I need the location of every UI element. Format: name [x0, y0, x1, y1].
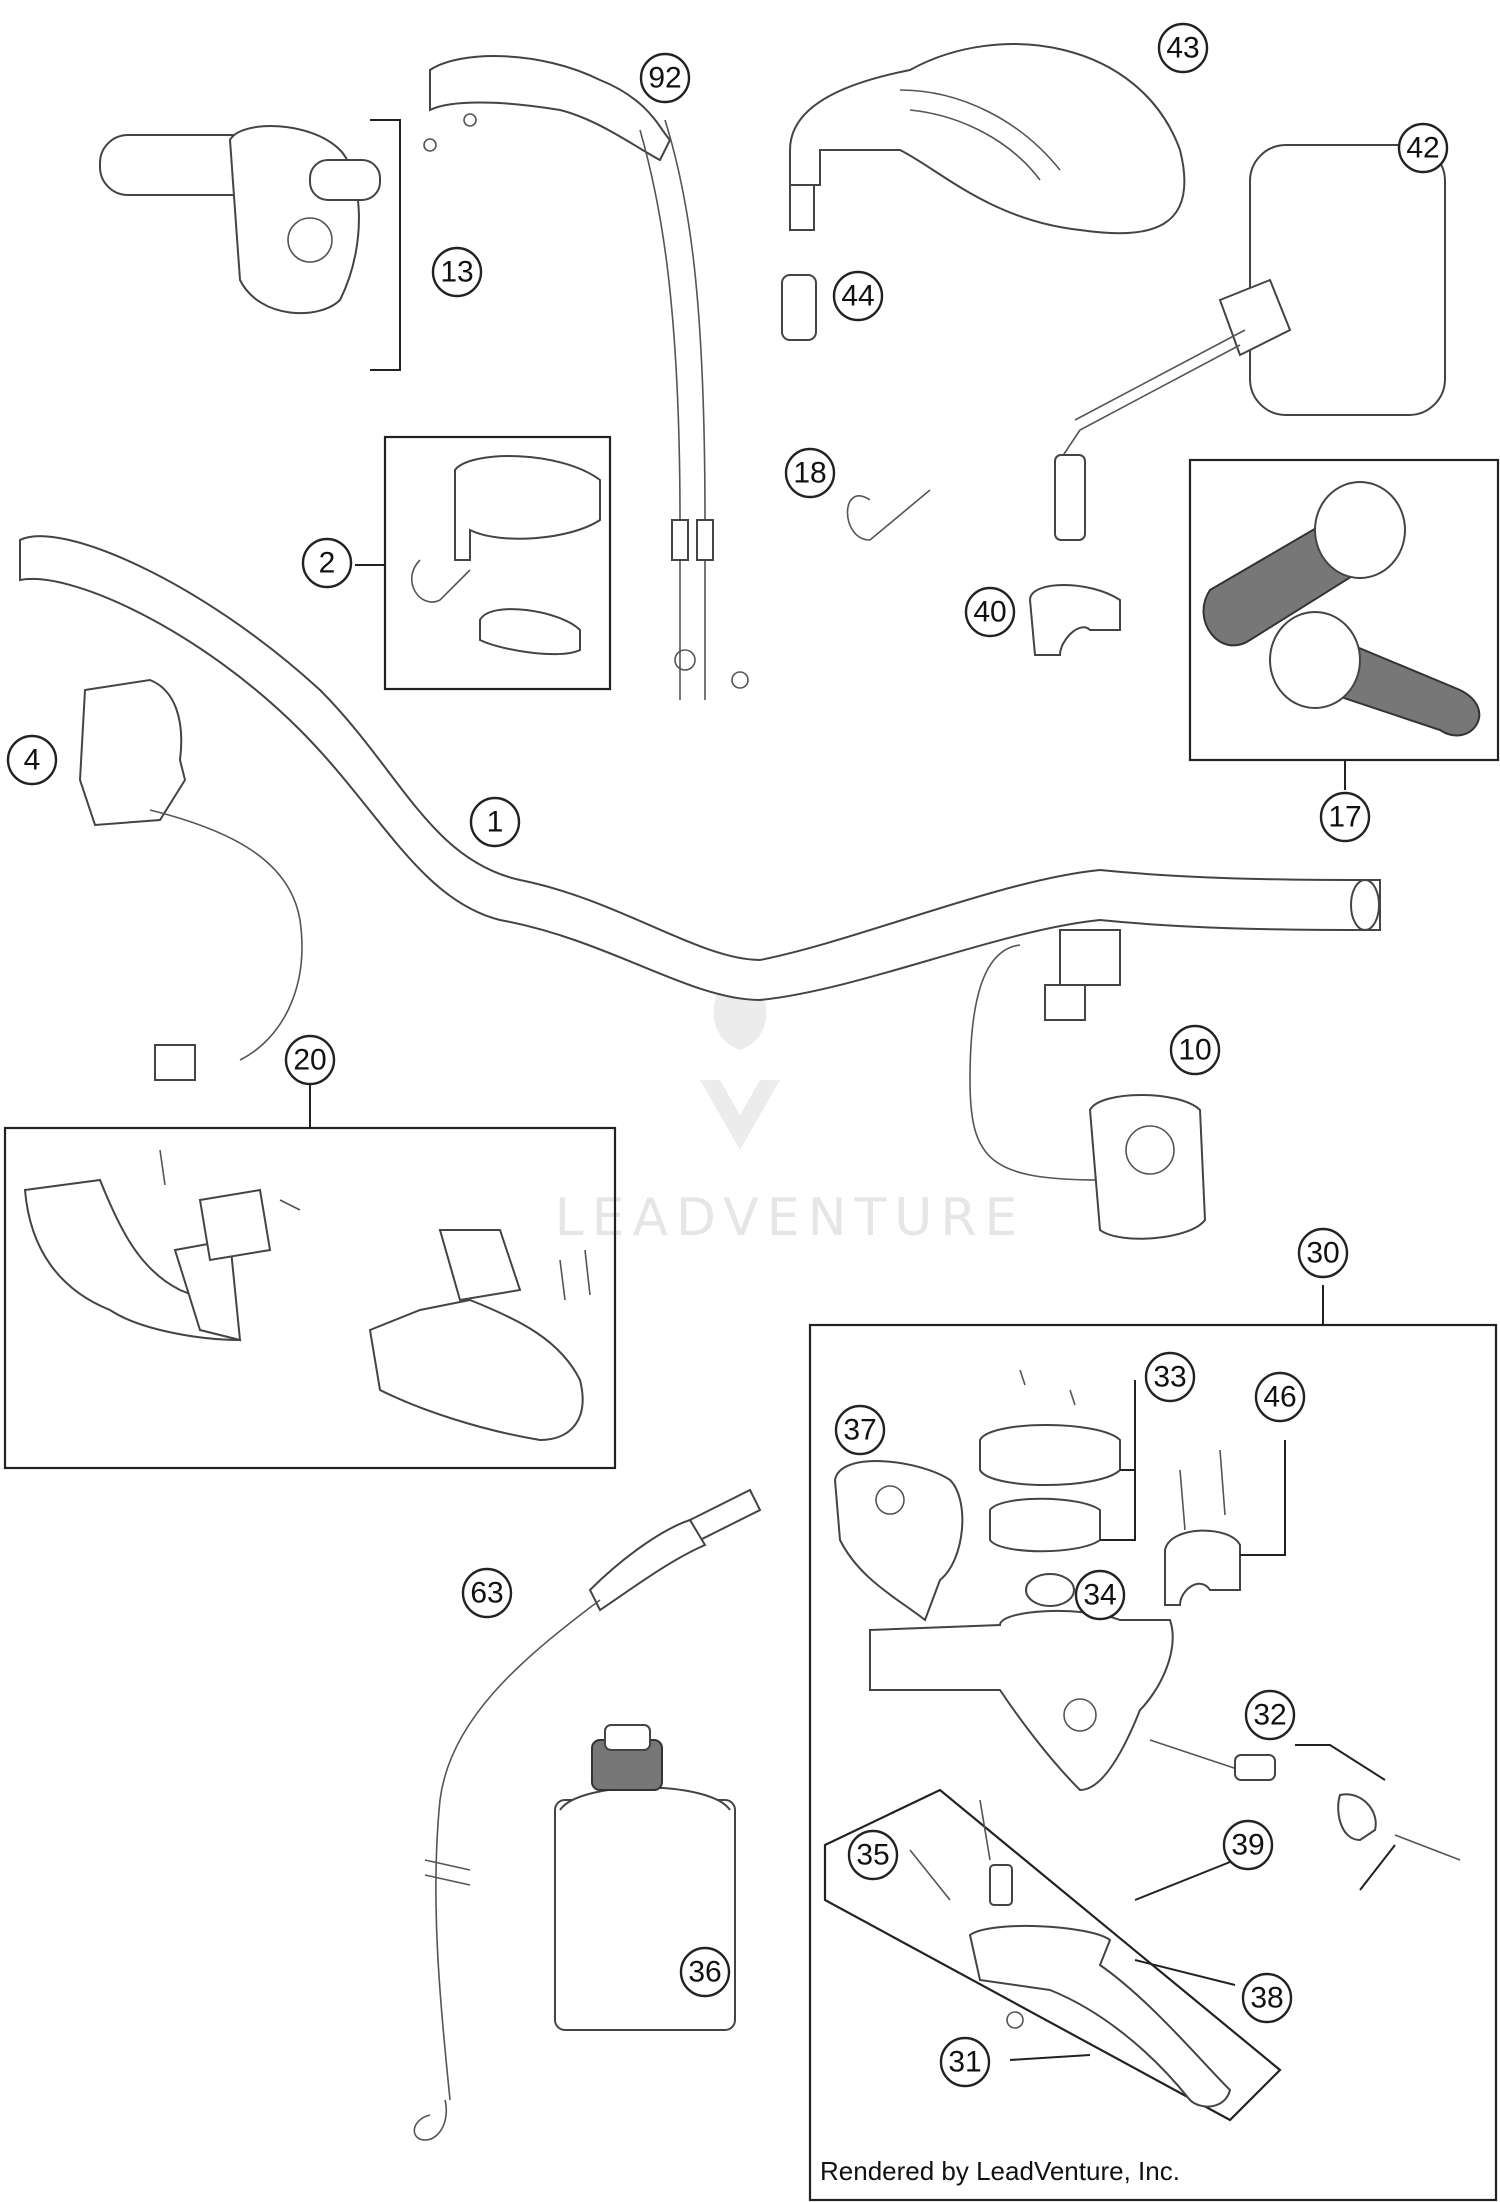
- svg-text:18: 18: [793, 457, 826, 490]
- callout-31[interactable]: 31: [939, 2036, 991, 2088]
- callout-36[interactable]: 36: [679, 1946, 731, 1998]
- svg-text:43: 43: [1166, 32, 1199, 65]
- callout-33[interactable]: 33: [1144, 1351, 1196, 1403]
- callout-20[interactable]: 20: [284, 1034, 336, 1086]
- svg-text:38: 38: [1250, 1982, 1283, 2015]
- callout-46[interactable]: 46: [1254, 1371, 1306, 1423]
- svg-text:32: 32: [1253, 1699, 1286, 1732]
- callout-35[interactable]: 35: [847, 1829, 899, 1881]
- callout-4[interactable]: 4: [6, 734, 58, 786]
- callout-39[interactable]: 39: [1222, 1819, 1274, 1871]
- mirror-adapter[interactable]: [781, 274, 817, 341]
- svg-text:40: 40: [973, 596, 1006, 629]
- sensor-cable[interactable]: [413, 1488, 762, 2141]
- cover-kit[interactable]: [355, 435, 612, 691]
- throttle-cables[interactable]: [423, 55, 749, 700]
- callout-44[interactable]: 44: [832, 270, 884, 322]
- svg-text:34: 34: [1083, 1579, 1116, 1612]
- callout-42[interactable]: 42: [1397, 122, 1449, 174]
- callout-63[interactable]: 63: [461, 1567, 513, 1619]
- mirror-left[interactable]: [789, 43, 1186, 235]
- callout-32[interactable]: 32: [1244, 1689, 1296, 1741]
- callout-30[interactable]: 30: [1297, 1227, 1349, 1279]
- svg-text:10: 10: [1178, 1034, 1211, 1067]
- svg-text:44: 44: [841, 280, 874, 313]
- svg-text:20: 20: [293, 1044, 326, 1077]
- callout-37[interactable]: 37: [834, 1404, 886, 1456]
- mirror-clamp[interactable]: [1028, 584, 1121, 656]
- master-cylinder-kit[interactable]: Rendered by LeadVenture, Inc.: [808, 1285, 1498, 2202]
- grips-set[interactable]: [1188, 458, 1500, 790]
- svg-text:42: 42: [1406, 132, 1439, 165]
- handlebar-end: [1350, 879, 1380, 931]
- render-credit: Rendered by LeadVenture, Inc.: [820, 2156, 1180, 2186]
- callout-1[interactable]: 1: [469, 796, 521, 848]
- callout-10[interactable]: 10: [1169, 1024, 1221, 1076]
- svg-text:30: 30: [1306, 1237, 1339, 1270]
- svg-text:92: 92: [648, 62, 681, 95]
- callout-2[interactable]: 2: [301, 537, 353, 589]
- throttle-assembly[interactable]: [99, 119, 401, 371]
- svg-text:36: 36: [688, 1956, 721, 1989]
- handlebar[interactable]: [19, 535, 1381, 1002]
- leadventure-watermark: LEADVENTURE: [555, 960, 1026, 1248]
- left-switch[interactable]: [78, 678, 303, 1081]
- hand-guard-kit[interactable]: [3, 1085, 617, 1470]
- svg-text:17: 17: [1328, 801, 1361, 834]
- right-switch[interactable]: [969, 929, 1207, 1240]
- callout-17[interactable]: 17: [1319, 791, 1371, 843]
- callout-38[interactable]: 38: [1241, 1972, 1293, 2024]
- svg-text:1: 1: [487, 806, 504, 839]
- svg-text:46: 46: [1263, 1381, 1296, 1414]
- cable-tie[interactable]: [846, 489, 931, 541]
- svg-text:37: 37: [843, 1414, 876, 1447]
- svg-text:33: 33: [1153, 1361, 1186, 1394]
- svg-text:35: 35: [856, 1839, 889, 1872]
- svg-text:63: 63: [470, 1577, 503, 1610]
- svg-text:39: 39: [1231, 1829, 1264, 1862]
- svg-text:13: 13: [440, 256, 473, 289]
- callout-92[interactable]: 92: [639, 52, 691, 104]
- callout-34[interactable]: 34: [1074, 1569, 1126, 1621]
- callout-43[interactable]: 43: [1157, 22, 1209, 74]
- callout-13[interactable]: 13: [431, 246, 483, 298]
- svg-text:2: 2: [319, 547, 336, 580]
- mirror-right[interactable]: [1054, 144, 1446, 541]
- svg-text:31: 31: [948, 2046, 981, 2079]
- svg-text:4: 4: [24, 744, 41, 777]
- callout-40[interactable]: 40: [964, 586, 1016, 638]
- watermark-text: LEADVENTURE: [555, 1188, 1026, 1248]
- callout-18[interactable]: 18: [784, 447, 836, 499]
